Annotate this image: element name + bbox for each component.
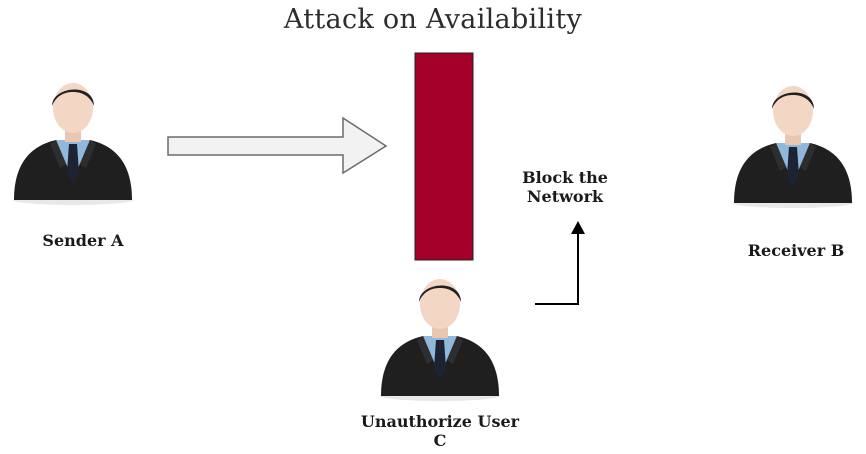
receiver-person-icon <box>733 86 853 208</box>
attacker-label-line1: Unauthorize User <box>360 412 520 431</box>
sender-person-icon <box>13 83 133 205</box>
connector-arrowhead <box>571 221 585 234</box>
attacker-label-line2: C <box>433 431 447 450</box>
message-arrow-shape <box>167 116 388 175</box>
businessman-icon <box>733 86 853 208</box>
annotation-line1: Block the <box>522 168 608 187</box>
diagram-title: Attack on Availability <box>283 4 583 35</box>
annotation-line2: Network <box>526 187 604 206</box>
receiver-label: Receiver B <box>747 241 845 260</box>
connector-line <box>535 232 579 305</box>
block-network-annotation: Block the Network <box>485 168 645 206</box>
attacker-label: Unauthorize User C <box>350 412 530 450</box>
attacker-person-icon <box>380 279 500 401</box>
businessman-icon <box>13 83 133 205</box>
barrier-rect <box>414 52 474 261</box>
businessman-icon <box>380 279 500 401</box>
sender-label: Sender A <box>42 231 124 250</box>
